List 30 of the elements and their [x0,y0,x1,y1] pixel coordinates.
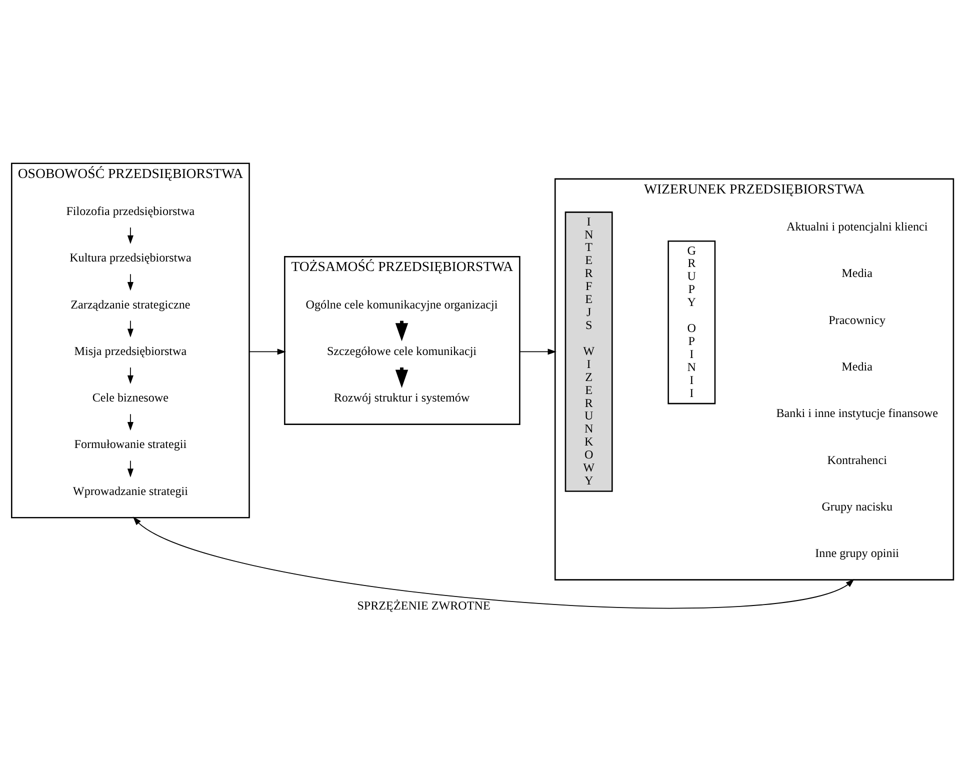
node-text: Wprowadzanie strategii [72,483,188,498]
edge-label: SPRZĘŻENIE ZWROTNE [357,598,490,612]
node-text: Rozwój struktur i systemów [334,390,470,404]
node-text: Grupy nacisku [822,498,892,513]
node-box: GRUPY OPINII [668,240,716,404]
node-text: Kultura przedsiębiorstwa [70,250,192,264]
node-text: Pracownicy [828,312,886,326]
node-text: Zarządzanie strategiczne [70,296,190,311]
arrow [127,226,134,244]
arrow [519,348,556,354]
node-text: Kontrahenci [827,452,887,466]
arrow [132,516,854,608]
node-text: Cele biznesowe [92,390,169,404]
arrow [127,366,134,384]
node-text: Media [842,358,873,373]
node-text: Ogólne cele komunikacyjne organizacji [306,296,498,311]
node-text: Inne grupy opinii [815,546,900,560]
arrow [127,273,134,290]
arrow [127,413,134,430]
node-text: Formułowanie strategii [74,436,187,451]
node-text: Media [842,266,873,280]
node-text: Szczegółowe cele komunikacji [326,343,477,358]
node-text: Misja przedsiębiorstwa [74,343,187,358]
node-text: Filozofia przedsiębiorstwa [66,203,195,218]
arrow [127,460,134,477]
node-text: Banki i inne instytucje finansowe [776,406,938,420]
node-box: INTERFEJS WIZERUNKOWY [564,211,613,492]
arrow [127,320,134,337]
arrow [248,348,286,354]
node-text: Aktualni i potencjalni klienci [786,219,928,234]
